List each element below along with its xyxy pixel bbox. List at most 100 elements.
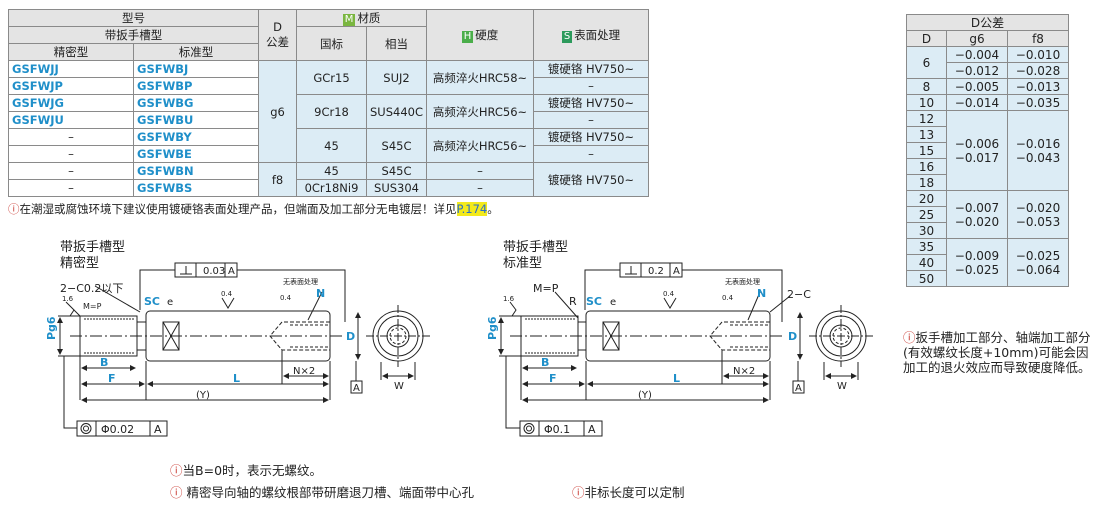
svg-text:0.4: 0.4 — [722, 294, 734, 302]
svg-text:Pg6: Pg6 — [486, 316, 499, 340]
svg-text:0.4: 0.4 — [663, 290, 675, 298]
header-f8: f8 — [1006, 30, 1070, 47]
header-slot-type: 带扳手槽型 — [8, 26, 259, 44]
svg-text:B: B — [541, 356, 549, 369]
part-number-link[interactable]: GSFWBJ — [133, 60, 259, 78]
svg-text:B: B — [100, 356, 108, 369]
footnote-custom-length: ⓘ非标长度可以定制 — [572, 485, 685, 500]
header-equivalent: 相当 — [365, 26, 428, 61]
svg-text:0.4: 0.4 — [280, 294, 292, 302]
part-number-link[interactable]: GSFWJU — [8, 111, 134, 129]
surface-cell: – — [533, 77, 650, 95]
d-value: 40 — [906, 254, 947, 271]
g6-range: −0.009−0.025 — [946, 238, 1008, 287]
footnote-no-thread: ⓘ当B=0时，表示无螺纹。 — [170, 463, 323, 478]
svg-text:e: e — [610, 297, 616, 308]
d-value: 18 — [906, 174, 947, 191]
svg-text:无表面处理: 无表面处理 — [725, 277, 760, 286]
svg-text:Φ0.02: Φ0.02 — [101, 423, 134, 436]
warning-icon: ⓘ — [170, 485, 183, 500]
hardness-cell: – — [426, 179, 535, 197]
svg-text:1.6: 1.6 — [503, 295, 515, 303]
perpendicularity-frame — [584, 262, 783, 322]
footnote-grinding: ⓘ 精密导向轴的螺纹根部带研磨退刀槽、端面带中心孔 — [170, 485, 475, 500]
f8-range: −0.025−0.064 — [1006, 238, 1070, 287]
svg-text:A: A — [228, 266, 235, 277]
svg-text:0.2: 0.2 — [648, 266, 664, 277]
svg-text:A: A — [154, 423, 162, 436]
svg-text:D: D — [788, 330, 797, 343]
part-number-link[interactable]: GSFWBS — [133, 179, 259, 197]
plating-note: ⓘ在潮湿或腐蚀环境下建议使用镀硬铬表面处理产品，但端面及加工部分无电镀层！详见P… — [8, 202, 499, 216]
svg-text:N: N — [757, 287, 766, 300]
thread-section — [520, 315, 579, 357]
header-gb: 国标 — [296, 26, 367, 61]
svg-text:Φ0.1: Φ0.1 — [544, 423, 570, 436]
svg-text:D: D — [346, 330, 355, 343]
svg-text:(Y): (Y) — [196, 390, 210, 401]
svg-text:F: F — [108, 372, 116, 385]
d-value: 12 — [906, 110, 947, 127]
part-number-empty: – — [8, 145, 134, 163]
svg-text:W: W — [394, 381, 404, 392]
part-number-link[interactable]: GSFWJP — [8, 77, 134, 95]
header-d: D — [906, 30, 947, 47]
svg-text:无表面处理: 无表面处理 — [283, 277, 318, 286]
part-number-link[interactable]: GSFWJG — [8, 94, 134, 112]
g6-upper: −0.004 — [946, 46, 1008, 63]
svg-text:A: A — [588, 423, 596, 436]
f8-lower: −0.028 — [1006, 62, 1070, 79]
header-g6: g6 — [946, 30, 1008, 47]
part-number-link[interactable]: GSFWJJ — [8, 60, 134, 78]
d-value: 8 — [906, 78, 947, 95]
svg-text:A: A — [353, 383, 360, 394]
f8-lower: −0.035 — [1006, 94, 1070, 111]
f8-range: −0.016−0.043 — [1006, 110, 1070, 191]
surface-tag-icon: S — [561, 31, 573, 43]
material-equiv-cell: SUJ2 — [365, 60, 428, 95]
svg-text:A: A — [673, 266, 680, 277]
part-number-link[interactable]: GSFWBG — [133, 94, 259, 112]
warning-icon: ⓘ — [572, 485, 585, 500]
table-row: – GSFWBE – — [8, 145, 650, 163]
material-gb-cell: 9Cr18 — [296, 94, 367, 129]
warning-icon: ⓘ — [8, 202, 20, 216]
surface-cell: 镀硬铬 HV750~ — [533, 94, 650, 112]
d-value: 20 — [906, 190, 947, 207]
svg-text:F: F — [549, 372, 557, 385]
d-value: 35 — [906, 238, 947, 255]
g6-range: −0.006−0.017 — [946, 110, 1008, 191]
svg-text:SC: SC — [586, 295, 602, 308]
header-standard: 标准型 — [133, 43, 259, 61]
svg-text:N: N — [316, 287, 325, 300]
table-row: – GSFWBS 0Cr18Ni9 SUS304 – — [8, 179, 649, 197]
part-number-empty: – — [8, 162, 134, 180]
header-model: 型号 — [8, 9, 259, 27]
table-row: GSFWJP GSFWBP – — [8, 77, 650, 95]
standard-drawing-labels: 0.2 A M=P R 1.6 SC e 0.4 无表面处理 0.4 N 2−C… — [486, 266, 847, 436]
hardness-side-note: ⓘ扳手槽加工部分、轴端加工部分(有效螺纹长度+10mm)可能会因加工的退火效应而… — [903, 330, 1091, 375]
material-equiv-cell: SUS440C — [365, 94, 428, 129]
tolerance-table: D公差 D g6 f8 6 −0.004 −0.010 −0.012 −0.02… — [905, 14, 1070, 287]
g6-range: −0.007−0.020 — [946, 190, 1008, 239]
part-number-link[interactable]: GSFWBN — [133, 162, 259, 180]
tolerance-cell: g6 — [258, 60, 297, 163]
table-row: GSFWJU GSFWBU – — [8, 111, 650, 129]
d-value: 16 — [906, 158, 947, 175]
part-number-link[interactable]: GSFWBY — [133, 128, 259, 146]
table-row: GSFWJJ GSFWBJ g6 GCr15 SUJ2 高频淬火HRC58~ 镀… — [8, 60, 650, 163]
precision-shaft-drawing — [57, 262, 430, 437]
part-number-link[interactable]: GSFWBE — [133, 145, 259, 163]
part-number-link[interactable]: GSFWBP — [133, 77, 259, 95]
drawing-standard-title: 带扳手槽型标准型 — [503, 240, 569, 271]
part-number-link[interactable]: GSFWBU — [133, 111, 259, 129]
svg-text:2−C: 2−C — [787, 288, 811, 301]
table-row: GSFWJG GSFWBG 9Cr18 SUS440C 高频淬火HRC56~ 镀… — [8, 94, 650, 129]
material-equiv-cell: S45C — [365, 128, 428, 163]
svg-text:1.6: 1.6 — [62, 295, 74, 303]
header-precision: 精密型 — [8, 43, 134, 61]
f8-upper: −0.010 — [1006, 46, 1070, 63]
page-link[interactable]: P.174 — [456, 202, 488, 216]
